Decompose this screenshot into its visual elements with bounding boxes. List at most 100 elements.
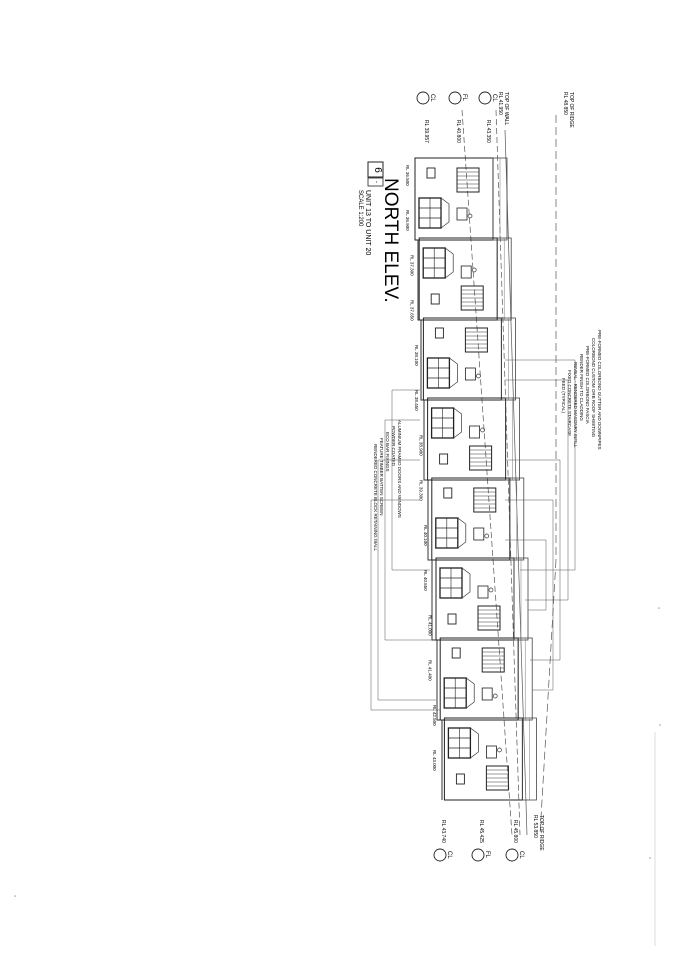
ground-line (414, 158, 443, 800)
rl-tag: RL 41.400 (428, 660, 433, 681)
small-window (455, 773, 465, 785)
ridge-level: RL 53.850 (532, 815, 538, 838)
stair (461, 567, 471, 599)
stair (457, 517, 467, 549)
note-right: COLORBOND CUSTOM ORB ROOF SHEETING (591, 338, 596, 438)
upper-window (477, 605, 501, 631)
title-block: 6 - NORTH ELEV. UNIT 13 TO UNIT 20 SCALE… (357, 161, 401, 303)
datum-circle (448, 91, 462, 105)
datum-level: RL 40.800 (455, 120, 461, 143)
rl-tag: RL 40.100 (423, 525, 428, 546)
datum-line-top-wall (504, 129, 528, 836)
datum-level: RL 45.800 (512, 820, 518, 843)
small-window (443, 487, 453, 499)
datum-bottom-1: FL RL 45.425 (471, 820, 490, 862)
sheet-number-box (367, 161, 384, 178)
datum-label: CL (429, 94, 435, 102)
wall-light (497, 747, 502, 753)
lower-window (481, 687, 493, 701)
upper-window (464, 327, 488, 353)
note-right: PRE-FORMED COLORBOND FASCIA (585, 346, 590, 424)
stair (453, 407, 462, 439)
drawing-subtitle: UNIT 13 TO UNIT 20 (364, 190, 371, 255)
rl-tag: RL 38.100 (414, 345, 419, 366)
rl-tag: RL 36.900 (405, 210, 410, 231)
note-right: RENDER FINISH TO CLADDING (579, 354, 584, 421)
datum-circle (433, 848, 447, 862)
sheet-sub: - (373, 181, 379, 183)
wall-light (480, 427, 485, 433)
wall-light (471, 267, 477, 273)
note-right: PRE-FORMED COLORBOND GUTTER AND DOWNPIPE… (597, 330, 602, 450)
datum-label: CL (518, 851, 524, 859)
datum-label: FL (461, 94, 467, 102)
leader-lines (370, 359, 576, 711)
note-right: REVEAL - RENDERED MASONRY INFILL (573, 362, 578, 448)
lower-window (456, 207, 468, 221)
small-window (447, 613, 457, 625)
wall-light (492, 693, 498, 699)
upper-window (485, 765, 509, 791)
wall-light (484, 533, 490, 539)
note-left: POWDER COATED (391, 426, 396, 467)
small-window (451, 647, 461, 659)
ridge-label: TOP OF RIDGE (538, 815, 544, 851)
datum-label: CL (446, 851, 452, 859)
upper-window (460, 285, 484, 311)
rl-tag: RL 39.300 (419, 480, 424, 501)
unit-19 (439, 637, 533, 721)
unit-wall (435, 557, 515, 641)
datum-lines (461, 109, 557, 836)
datum-line-cl-left (461, 109, 513, 836)
rl-tag: RL 38.450 (414, 390, 419, 411)
note-left: ALUMINIUM FRAMED DOORS AND WINDOWS (397, 420, 402, 518)
lower-window (477, 585, 489, 599)
note-left: FEATURE TIMBER BATTEN SCREEN (379, 438, 384, 516)
lower-window (485, 745, 497, 759)
datum-top-0: CL RL 39.957 (416, 91, 435, 143)
upper-window (473, 487, 497, 513)
note-left: ECO BAR FIXINGS (385, 432, 390, 472)
ridge-level: RL 48.850 (562, 92, 568, 115)
stair (444, 247, 454, 279)
rl-tag: RL 40.550 (423, 570, 428, 591)
small-window (434, 327, 444, 339)
unit-14 (418, 237, 512, 321)
note-left: RENDERED CONCRETE BLOCK RETAINING WALL (373, 444, 378, 552)
unit-13 (414, 157, 508, 241)
rl-tag: RL 41.000 (428, 615, 433, 636)
wall-light (488, 587, 494, 593)
lower-window (464, 367, 476, 381)
unit-15 (422, 317, 516, 401)
datum-level: RL 45.425 (478, 820, 484, 843)
datum-circle (471, 848, 485, 862)
unit-16 (427, 397, 521, 481)
rl-tag: RL 37.300 (410, 255, 415, 276)
datum-label: CL (491, 94, 497, 102)
stair (465, 677, 475, 709)
rl-tag: RL 38.900 (419, 435, 424, 456)
datum-circle (416, 91, 430, 105)
lower-window (460, 265, 472, 279)
lower-window (469, 425, 481, 439)
ridge-label: TOP OF RIDGE (568, 92, 574, 128)
small-window (430, 293, 440, 305)
datum-line-ridge-lower (539, 559, 557, 836)
datum-level: RL 39.957 (423, 120, 429, 143)
sheet-sub-box (367, 177, 384, 187)
unit-wall (443, 717, 523, 801)
wall-light (476, 373, 481, 379)
datum-label: FL (484, 851, 490, 859)
stair (449, 357, 458, 389)
upper-window (469, 445, 493, 471)
datum-level: RL 43.350 (485, 120, 491, 143)
datum-bottom-2: CL RL 45.800 (505, 820, 524, 862)
unit-wall (418, 237, 498, 321)
datum-top-2: CL RL 43.350 (478, 91, 497, 143)
rl-tag: RL 36.500 (405, 165, 410, 186)
